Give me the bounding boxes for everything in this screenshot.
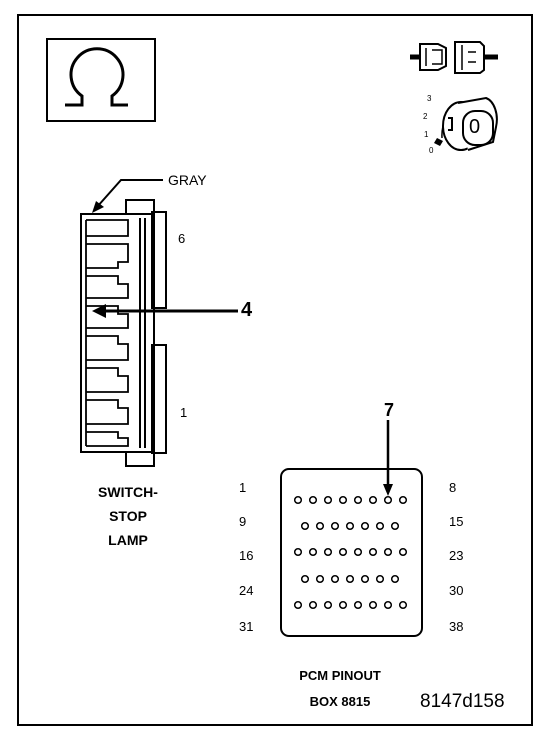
connector-pin-6-label: 6 bbox=[178, 231, 186, 246]
pcm-left-pin-31: 31 bbox=[239, 619, 254, 634]
ignition-position-1: 1 bbox=[424, 130, 429, 139]
pcm-right-pin-8: 8 bbox=[449, 480, 457, 495]
stop-lamp-switch-connector bbox=[80, 199, 167, 467]
pcm-left-pin-1: 1 bbox=[239, 480, 247, 495]
ignition-key-icon bbox=[434, 96, 498, 151]
pcm-caption-line1: PCM PINOUT bbox=[299, 668, 381, 683]
ignition-position-2: 2 bbox=[423, 112, 428, 121]
figure-id: 8147d158 bbox=[420, 691, 505, 712]
ignition-position-0: 0 bbox=[429, 146, 434, 155]
connector-pin-1-label: 1 bbox=[180, 405, 188, 420]
pcm-right-pin-15: 15 bbox=[449, 514, 464, 529]
callout-7-label: 7 bbox=[384, 400, 395, 420]
connector-disconnected-icon bbox=[410, 41, 498, 74]
pcm-left-pin-9: 9 bbox=[239, 514, 247, 529]
callout-arrow-4 bbox=[92, 304, 238, 318]
pcm-left-pin-16: 16 bbox=[239, 548, 254, 563]
connector-name-line3: LAMP bbox=[108, 532, 148, 548]
connector-name-line2: STOP bbox=[109, 508, 147, 524]
wire-color-label: GRAY bbox=[168, 172, 207, 188]
pcm-left-pin-24: 24 bbox=[239, 583, 254, 598]
pcm-right-pin-23: 23 bbox=[449, 548, 464, 563]
ignition-position-3: 3 bbox=[427, 94, 432, 103]
ignition-key-off-label: 0 bbox=[469, 116, 481, 138]
pcm-connector-face bbox=[280, 468, 423, 637]
diagram-border bbox=[17, 14, 533, 726]
gray-wire-pointer bbox=[92, 179, 163, 213]
pcm-right-pin-30: 30 bbox=[449, 583, 464, 598]
pcm-caption-line2: BOX 8815 bbox=[309, 694, 371, 709]
callout-arrow-7 bbox=[383, 420, 393, 496]
connector-name-line1: SWITCH- bbox=[98, 484, 158, 500]
ohmmeter-icon bbox=[46, 38, 156, 122]
pcm-right-pin-38: 38 bbox=[449, 619, 464, 634]
callout-4-label: 4 bbox=[241, 299, 253, 321]
